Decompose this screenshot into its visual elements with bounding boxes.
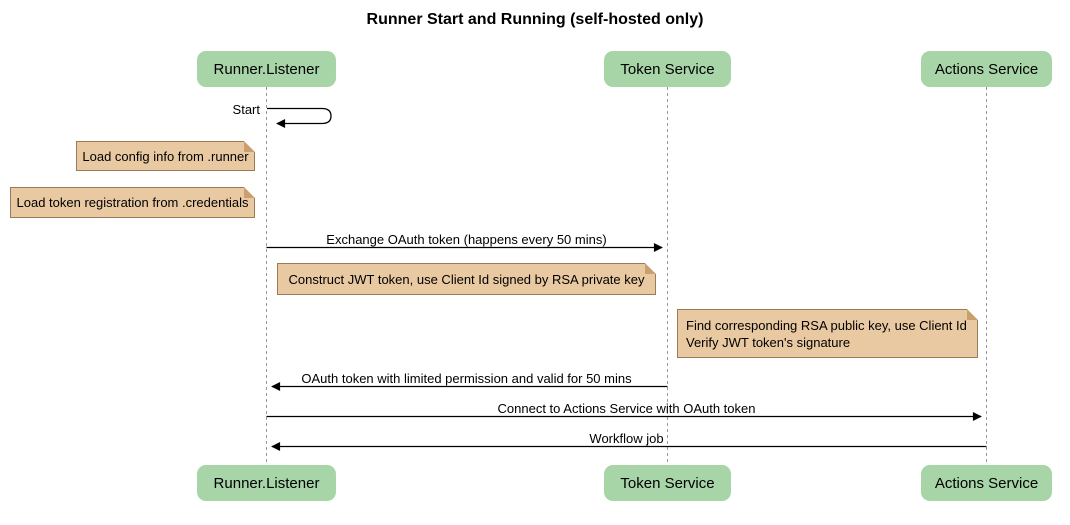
note-construct-jwt-token: Construct JWT token, use Client Id signe… [277, 263, 656, 295]
participant-actions-service-bottom: Actions Service [921, 465, 1052, 501]
participant-runner-listener-bottom: Runner.Listener [197, 465, 336, 501]
note-text-line-1: Find corresponding RSA public key, use C… [686, 317, 967, 333]
participant-actions-service-top: Actions Service [921, 51, 1052, 87]
note-text: Construct JWT token, use Client Id signe… [288, 271, 645, 287]
note-verify-jwt-token: Find corresponding RSA public key, use C… [677, 309, 978, 358]
note-text: Load config info from .runner [82, 148, 249, 164]
note-fold-icon [645, 263, 656, 274]
message-label-connect-actions-service: Connect to Actions Service with OAuth to… [497, 401, 756, 416]
note-load-token-registration: Load token registration from .credential… [10, 187, 255, 218]
note-fold-icon [244, 141, 255, 152]
note-fold-icon [967, 309, 978, 320]
diagram-title: Runner Start and Running (self-hosted on… [366, 11, 704, 28]
message-label-exchange-oauth-token: Exchange OAuth token (happens every 50 m… [326, 232, 607, 247]
participant-token-service-bottom: Token Service [604, 465, 731, 501]
note-load-config: Load config info from .runner [76, 141, 255, 171]
note-fold-icon [244, 187, 255, 198]
message-label-oauth-token-return: OAuth token with limited permission and … [301, 371, 632, 386]
note-text-line-2: Verify JWT token's signature [686, 334, 851, 350]
participant-runner-listener-top: Runner.Listener [197, 51, 336, 87]
message-label-start: Start [232, 102, 260, 117]
note-text: Load token registration from .credential… [16, 195, 249, 210]
message-line-start-self [267, 107, 332, 128]
message-label-workflow-job: Workflow job [589, 431, 664, 446]
participant-token-service-top: Token Service [604, 51, 731, 87]
